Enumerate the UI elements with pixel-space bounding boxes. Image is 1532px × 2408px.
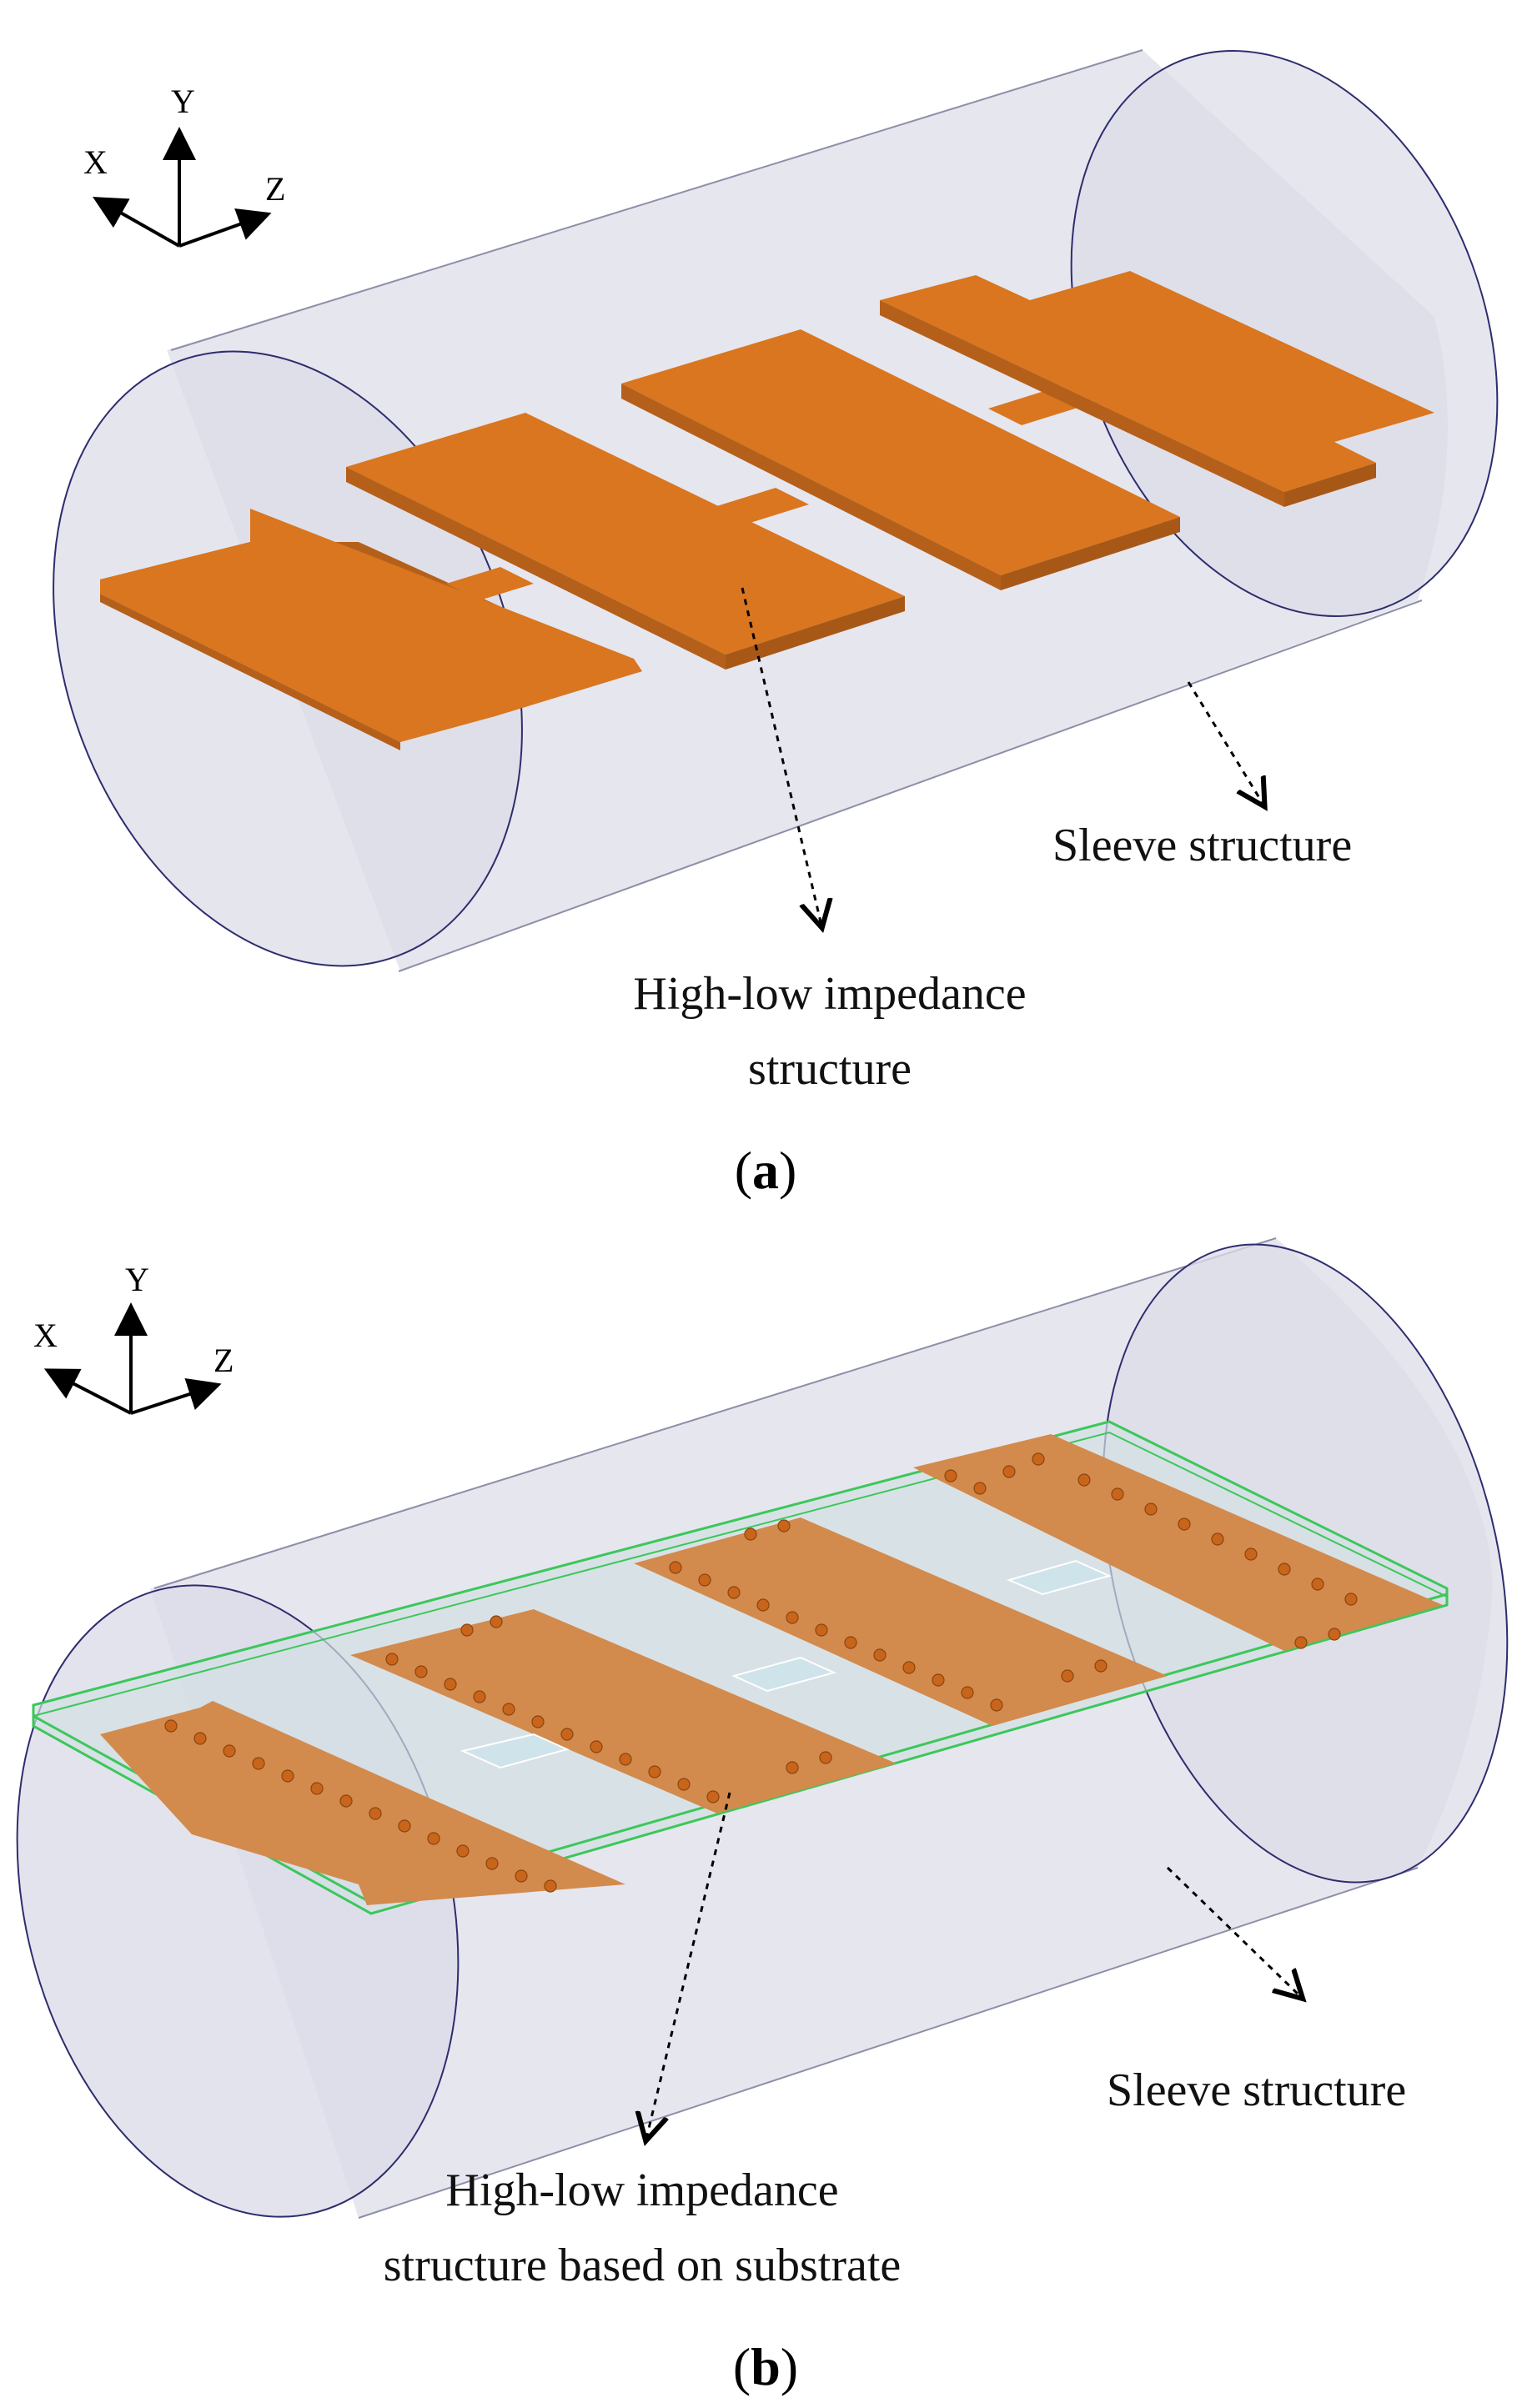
axis-triad-b: Y X Z bbox=[33, 1261, 234, 1415]
axis-triad-a: Y X Z bbox=[83, 83, 285, 248]
axis-label-y-b: Y bbox=[125, 1261, 149, 1298]
label-impedance-a-line1: High-low impedance bbox=[633, 968, 1026, 1020]
axis-label-z-a: Z bbox=[265, 170, 285, 208]
axis-label-x-a: X bbox=[83, 143, 108, 181]
pointer-sleeve-a bbox=[1187, 681, 1263, 805]
label-impedance-b-line1: High-low impedance bbox=[445, 2165, 838, 2216]
label-impedance-a-line2: structure bbox=[748, 1043, 912, 1095]
copper-structure-a bbox=[100, 271, 1434, 750]
panel-a: Y X Z Sleeve structure High-low impedanc… bbox=[53, 49, 1499, 1200]
label-impedance-b-line2: structure based on substrate bbox=[384, 2240, 901, 2291]
axis-label-x-b: X bbox=[33, 1317, 58, 1354]
caption-a: (a) bbox=[735, 1141, 797, 1200]
label-sleeve-a: Sleeve structure bbox=[1052, 820, 1352, 871]
pointer-sleeve-b bbox=[1166, 1866, 1301, 1997]
pointer-impedance-b bbox=[646, 1792, 731, 2139]
caption-b: (b) bbox=[733, 2337, 798, 2396]
axis-label-z-b: Z bbox=[213, 1342, 234, 1379]
via-array-b bbox=[164, 1452, 1358, 1893]
panel-b: Y X Z Sleeve structure High-low impedanc… bbox=[16, 1237, 1509, 2396]
label-sleeve-b: Sleeve structure bbox=[1107, 2064, 1406, 2116]
axis-label-y-a: Y bbox=[171, 83, 195, 120]
